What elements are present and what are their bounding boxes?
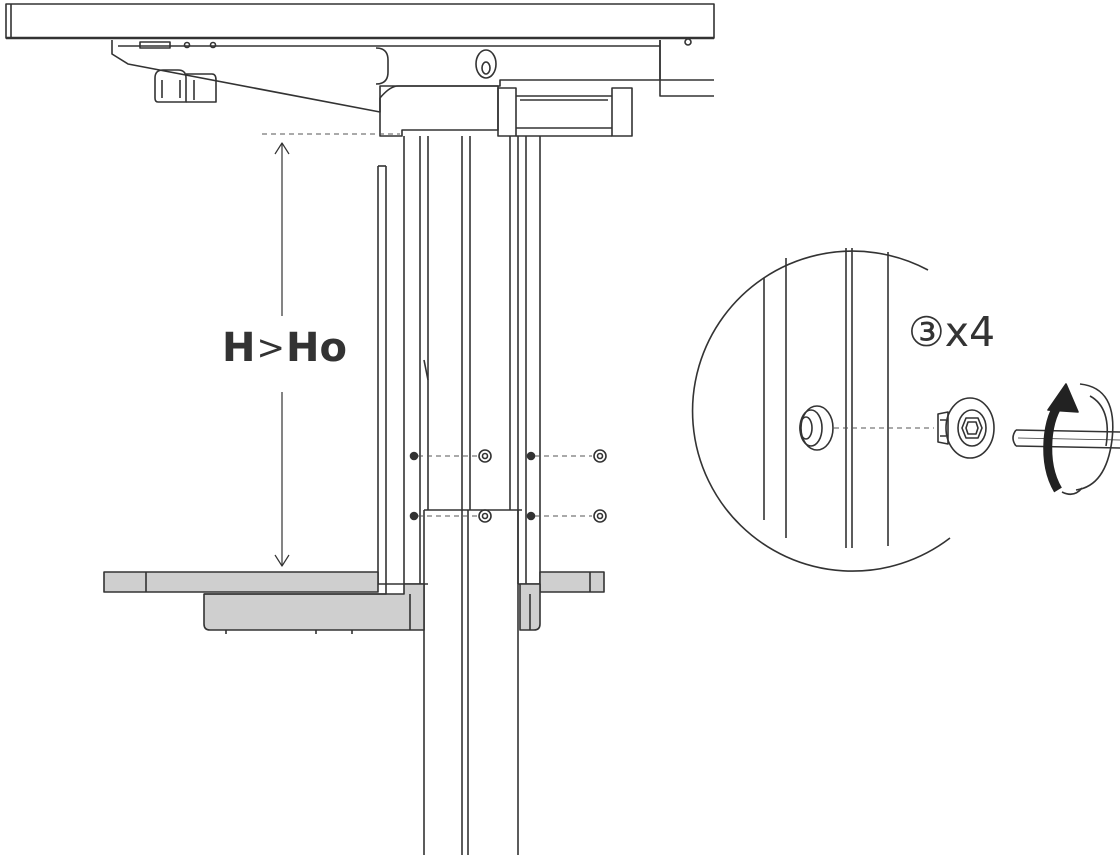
greater-than-symbol: > <box>256 328 285 368</box>
frame-bracket <box>111 38 714 113</box>
part-quantity: x4 <box>944 308 996 356</box>
hex-screw-icon <box>593 509 607 523</box>
leg-top-box <box>379 85 633 137</box>
part-number: ③ <box>908 308 945 356</box>
screw-positions <box>409 449 607 523</box>
height-h-text: H <box>222 325 256 371</box>
desktop-panel <box>5 3 715 40</box>
detail-magnifier <box>691 248 1120 572</box>
hex-key-icon <box>1012 429 1120 449</box>
foot-plate <box>103 571 605 634</box>
hex-screw-icon <box>937 397 995 459</box>
height-ho-text: Ho <box>285 325 347 371</box>
height-arrow <box>274 142 290 567</box>
threaded-insert <box>799 405 834 451</box>
hex-screw-icon <box>593 449 607 463</box>
height-comparison-label: H>Ho <box>222 322 347 376</box>
rotate-clockwise-icon <box>1043 383 1114 496</box>
hex-screw-icon <box>478 449 492 463</box>
leg-inner-column <box>423 509 522 855</box>
leg-outer-column <box>377 136 541 585</box>
part-quantity-callout: ③x4 <box>908 306 995 358</box>
hex-screw-icon <box>478 509 492 523</box>
